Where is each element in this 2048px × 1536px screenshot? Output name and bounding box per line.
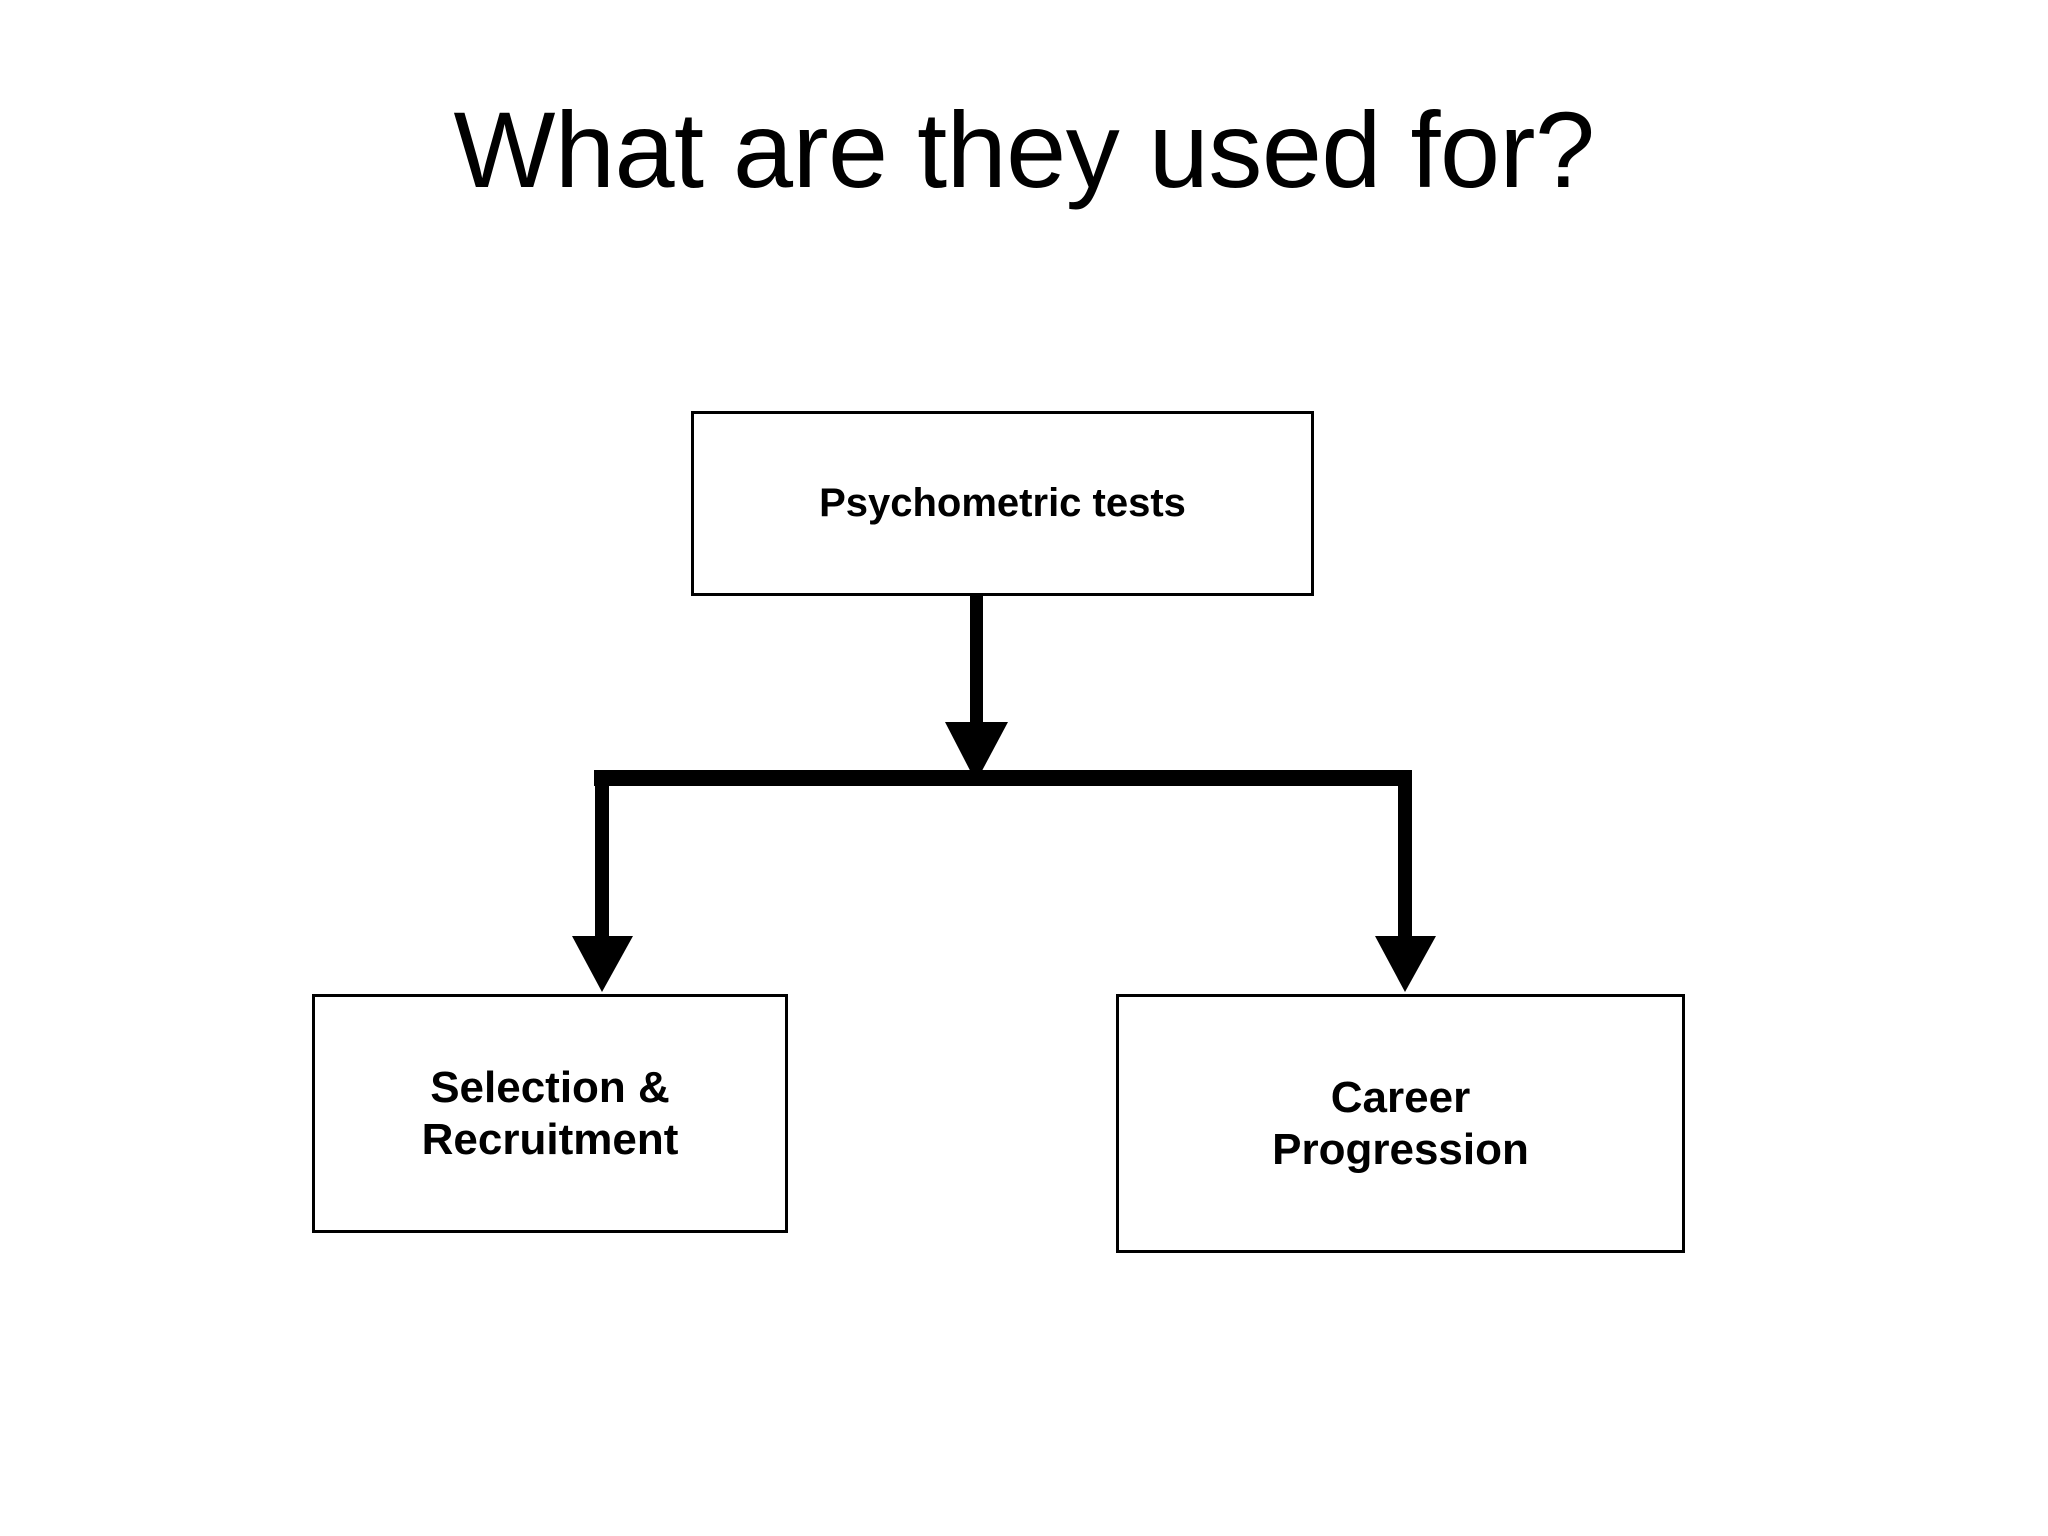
- connector-arrow-right: [1375, 778, 1436, 992]
- flowchart-node-label: Selection & Recruitment: [421, 1062, 679, 1164]
- flowchart-node-label: Career Progression: [1272, 1072, 1529, 1174]
- page-title: What are they used for?: [453, 89, 1595, 210]
- flowchart-node-psychometric-tests[interactable]: Psychometric tests: [691, 411, 1314, 596]
- connector-horizontal-bar: [594, 770, 1412, 786]
- connector-arrow-left: [572, 778, 633, 992]
- flowchart-node-label: Psychometric tests: [819, 480, 1186, 525]
- connector-root-to-bar: [945, 596, 1008, 782]
- flowchart-node-career-progression[interactable]: Career Progression: [1116, 994, 1685, 1253]
- flowchart-node-selection-recruitment[interactable]: Selection & Recruitment: [312, 994, 788, 1233]
